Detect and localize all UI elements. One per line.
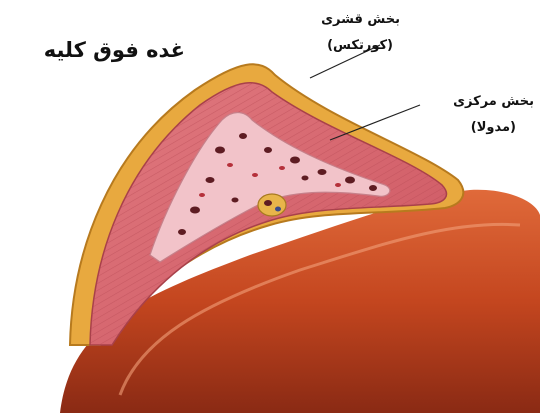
medulla-label-line1: بخش مرکزی (453, 95, 534, 110)
cortex-label-line1: بخش قشری (321, 13, 400, 28)
cortex-label-line2: (کورتکس) (327, 39, 393, 54)
medulla-label-line2: (مدولا) (471, 121, 516, 136)
hilum-vessel (258, 194, 286, 216)
diagram-title: غده فوق کلیه (44, 38, 185, 62)
